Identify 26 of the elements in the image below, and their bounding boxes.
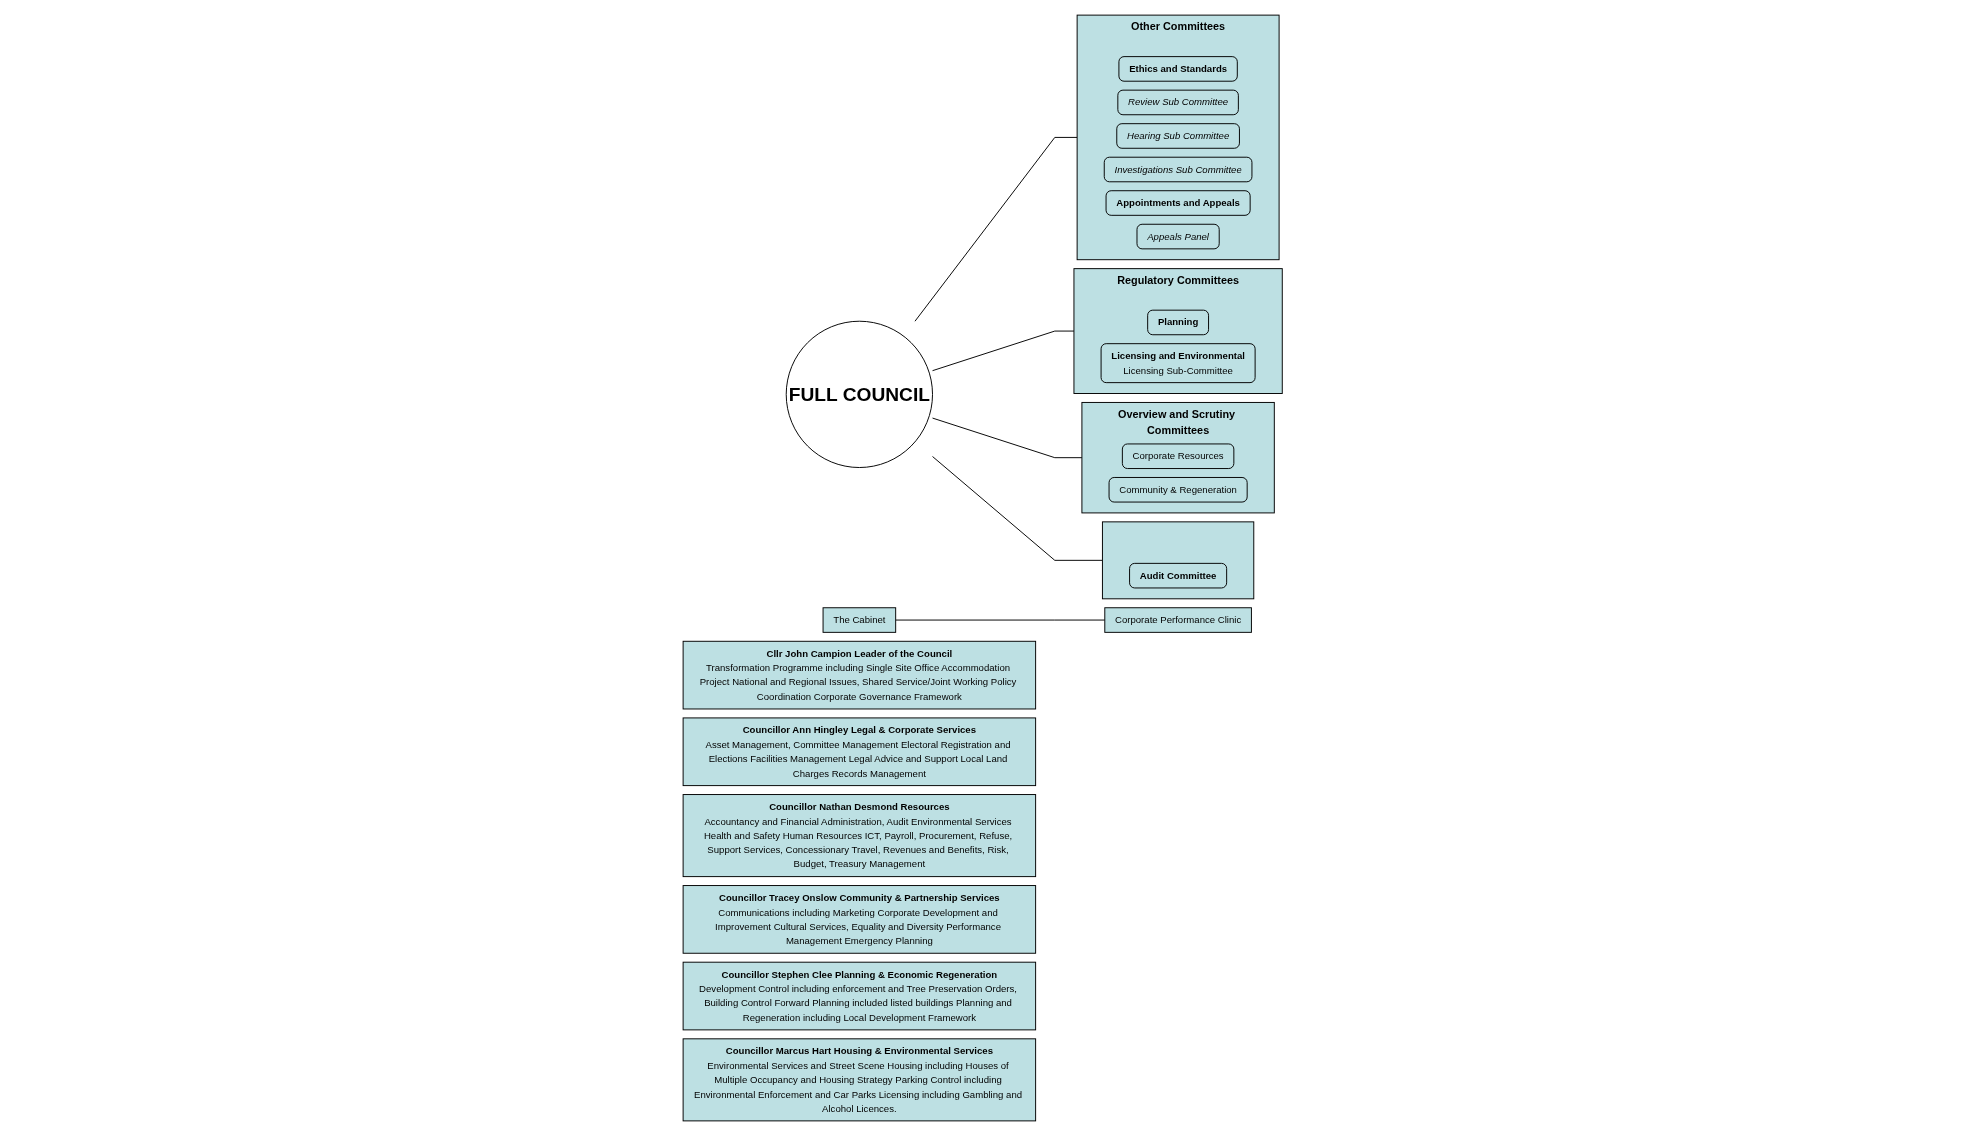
node-box: Corporate Resources: [1121, 443, 1235, 469]
node-box: The Cabinet: [822, 607, 896, 633]
node-box: Councillor Stephen Clee Planning & Economic Regeneration Development Control including enforcement and Tree Preservation Orders, Building Control Forward Planning included listed buildings Planning and Regeneration including Local Development Framework: [682, 961, 1036, 1031]
node-box: Councillor Ann Hingley Legal & Corporate Services Asset Management, Committee Management Electoral Registration and Elections Facilities Management Legal Advice and Support Local Land Charges Records Management: [682, 717, 1036, 787]
node-box: Councillor Marcus Hart Housing & Environmental Services Environmental Services and Street Scene Housing including Houses of Multiple Occupancy and Housing Strategy Parking Control including Environmental Enforcement and Car Parks Licensing including Gambling and Alcohol Licences.: [682, 1038, 1036, 1122]
node-box: Appointments and Appeals: [1105, 190, 1251, 216]
connector: [931, 417, 1083, 459]
node-box: Hearing Sub Committee: [1116, 123, 1240, 149]
node-box: Audit Committee: [1128, 562, 1227, 589]
node-box: Appeals Panel: [1136, 223, 1220, 250]
cluster: [1101, 521, 1255, 600]
node-box: Ethics and Standards: [1118, 56, 1238, 82]
node-box: Planning: [1147, 309, 1209, 336]
node-box: Review Sub Committee: [1117, 89, 1239, 116]
node-box: Investigations Sub Committee: [1103, 156, 1253, 183]
connector: [914, 136, 1078, 322]
node-box: Community & Regeneration: [1108, 477, 1248, 503]
connector: [931, 330, 1075, 372]
node-box: Corporate Performance Clinic: [1104, 607, 1252, 633]
node-box: Licensing and Environmental Licensing Sub-Committee: [1100, 343, 1256, 384]
node-circle: FULL COUNCIL: [785, 320, 933, 468]
connector: [931, 456, 1103, 561]
node-box: Councillor Nathan Desmond Resources Accountancy and Financial Administration, Audit Environmental Services Health and Safety Human Resources ICT, Payroll, Procurement, Refuse, Support Services, Concessionary Travel, Revenues and Benefits, Risk, Budget, Treasury Management: [682, 794, 1036, 878]
connector: [895, 619, 1106, 621]
node-box: Councillor Tracey Onslow Community & Partnership Services Communications including Marketing Corporate Development and Improvement Cultural Services, Equality and Diversity Performance Management Emergency Planning: [682, 885, 1036, 954]
node-box: Cllr John Campion Leader of the Council Transformation Programme including Single Site Office Accommodation Project National and Regional Issues, Shared Service/Joint Working Policy Coordination Corporate Governance Framework: [682, 640, 1036, 710]
